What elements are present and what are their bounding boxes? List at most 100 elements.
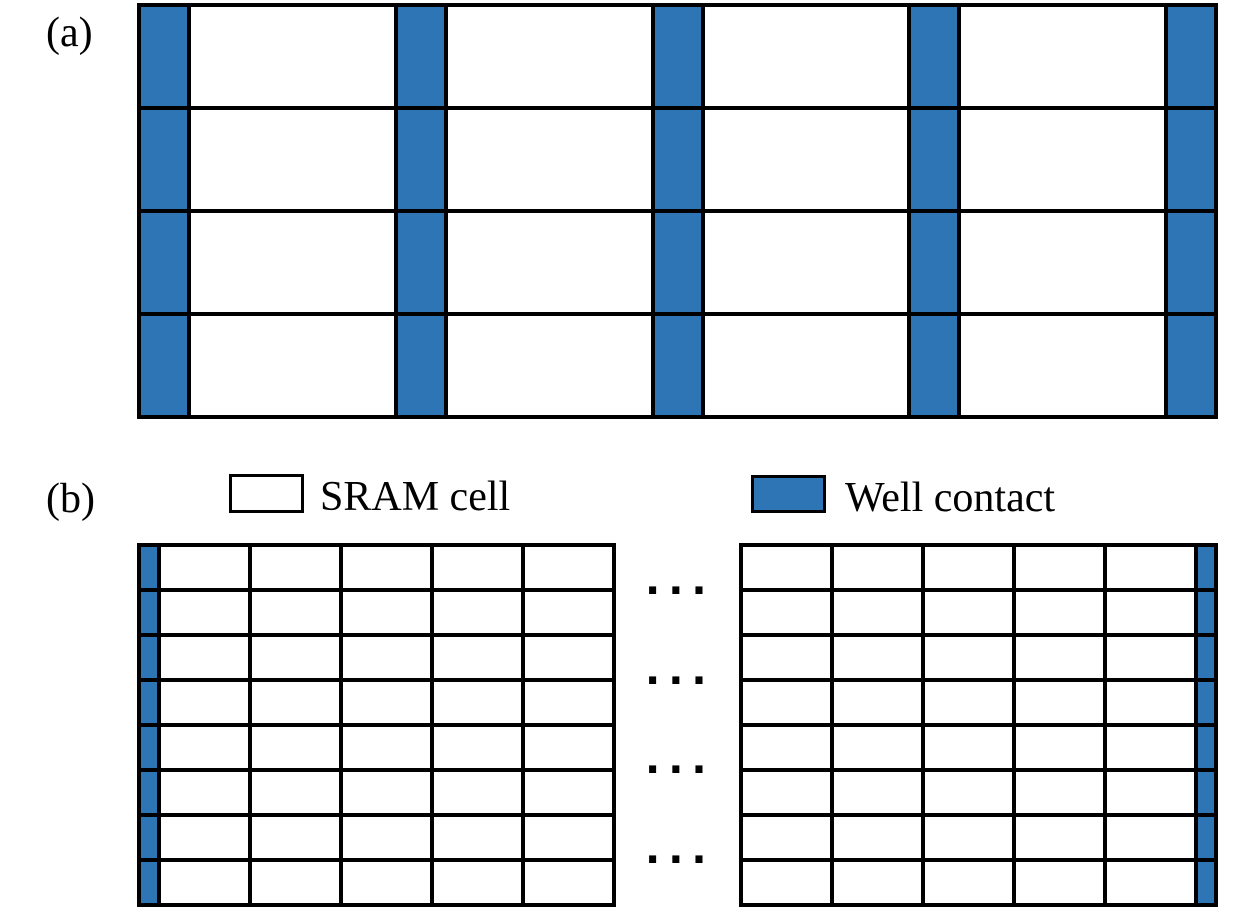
sram-cell: [1014, 815, 1105, 860]
sram-cell: [432, 545, 523, 590]
panel-b-right-grid: [739, 543, 1218, 907]
sram-cell: [1014, 860, 1105, 905]
sram-cell: [741, 680, 832, 725]
sram-cell: [1105, 815, 1196, 860]
sram-cell: [923, 545, 1014, 590]
sram-cell: [523, 590, 614, 635]
well-contact-cell: [1166, 314, 1216, 417]
well-contact-cell: [1196, 680, 1216, 725]
sram-cell: [1014, 545, 1105, 590]
sram-cell: [445, 211, 653, 314]
sram-cell: [1105, 635, 1196, 680]
sram-cell: [250, 545, 341, 590]
sram-cell: [1014, 725, 1105, 770]
sram-cell: [959, 314, 1166, 417]
well-contact-cell: [1196, 815, 1216, 860]
well-contact-cell: [1196, 725, 1216, 770]
sram-cell: [1014, 770, 1105, 815]
sram-cell: [523, 635, 614, 680]
ellipsis-dots-4: ···: [645, 837, 715, 883]
sram-cell: [832, 545, 923, 590]
sram-cell: [159, 635, 250, 680]
well-contact-cell: [395, 211, 446, 314]
sram-cell: [959, 108, 1166, 211]
sram-cell: [741, 860, 832, 905]
panel-a-grid: [137, 3, 1218, 419]
well-contact-cell: [139, 108, 189, 211]
well-contact-cell: [1196, 545, 1216, 590]
sram-cell: [250, 725, 341, 770]
sram-cell: [159, 590, 250, 635]
sram-cell: [159, 815, 250, 860]
sram-cell: [523, 770, 614, 815]
well-contact-cell: [909, 5, 960, 108]
sram-cell: [250, 590, 341, 635]
well-contact-cell: [139, 725, 159, 770]
sram-cell: [341, 590, 432, 635]
sram-cell: [923, 770, 1014, 815]
sram-cell: [523, 860, 614, 905]
sram-cell: [250, 680, 341, 725]
well-contact-cell: [652, 211, 703, 314]
well-contact-cell: [395, 108, 446, 211]
sram-cell: [189, 5, 396, 108]
sram-cell: [250, 770, 341, 815]
well-contact-cell: [139, 545, 159, 590]
sram-cell: [250, 815, 341, 860]
sram-cell: [432, 590, 523, 635]
well-contact-cell: [1166, 5, 1216, 108]
well-contact-cell: [395, 5, 446, 108]
well-contact-cell: [909, 211, 960, 314]
sram-cell: [923, 590, 1014, 635]
ellipsis-dots-1: ···: [645, 568, 715, 614]
sram-cell: [445, 108, 653, 211]
sram-cell: [741, 725, 832, 770]
sram-cell: [741, 590, 832, 635]
well-contact-cell: [652, 314, 703, 417]
sram-cell: [1105, 680, 1196, 725]
sram-cell: [523, 545, 614, 590]
sram-cell: [432, 725, 523, 770]
sram-cell: [341, 545, 432, 590]
sram-cell: [1014, 635, 1105, 680]
sram-cell: [923, 725, 1014, 770]
sram-cell: [1105, 725, 1196, 770]
well-contact-cell: [139, 770, 159, 815]
sram-cell: [832, 725, 923, 770]
sram-cell: [832, 860, 923, 905]
panel-b-left-grid: [137, 543, 616, 907]
sram-cell: [702, 314, 910, 417]
sram-cell: [523, 725, 614, 770]
sram-cell: [1105, 770, 1196, 815]
sram-cell: [189, 108, 396, 211]
well-contact-cell: [139, 590, 159, 635]
sram-cell: [159, 860, 250, 905]
sram-cell: [159, 725, 250, 770]
well-contact-legend-label: Well contact: [845, 475, 1056, 521]
sram-cell: [341, 725, 432, 770]
sram-cell: [189, 211, 396, 314]
well-contact-cell: [139, 635, 159, 680]
ellipsis-dots-2: ···: [645, 658, 715, 704]
sram-cell: [923, 815, 1014, 860]
sram-cell: [832, 815, 923, 860]
sram-cell: [959, 211, 1166, 314]
sram-cell: [159, 770, 250, 815]
well-contact-cell: [909, 108, 960, 211]
sram-cell: [1105, 590, 1196, 635]
sram-cell: [341, 860, 432, 905]
sram-cell: [189, 314, 396, 417]
sram-cell: [741, 770, 832, 815]
sram-cell: [432, 815, 523, 860]
well-contact-cell: [1196, 590, 1216, 635]
ellipsis-dots-3: ···: [645, 747, 715, 793]
sram-cell: [432, 860, 523, 905]
sram-cell: [702, 108, 910, 211]
sram-cell: [741, 815, 832, 860]
sram-cell: [250, 635, 341, 680]
sram-cell: [523, 680, 614, 725]
sram-cell: [341, 815, 432, 860]
sram-cell: [341, 635, 432, 680]
sram-cell: [1105, 860, 1196, 905]
